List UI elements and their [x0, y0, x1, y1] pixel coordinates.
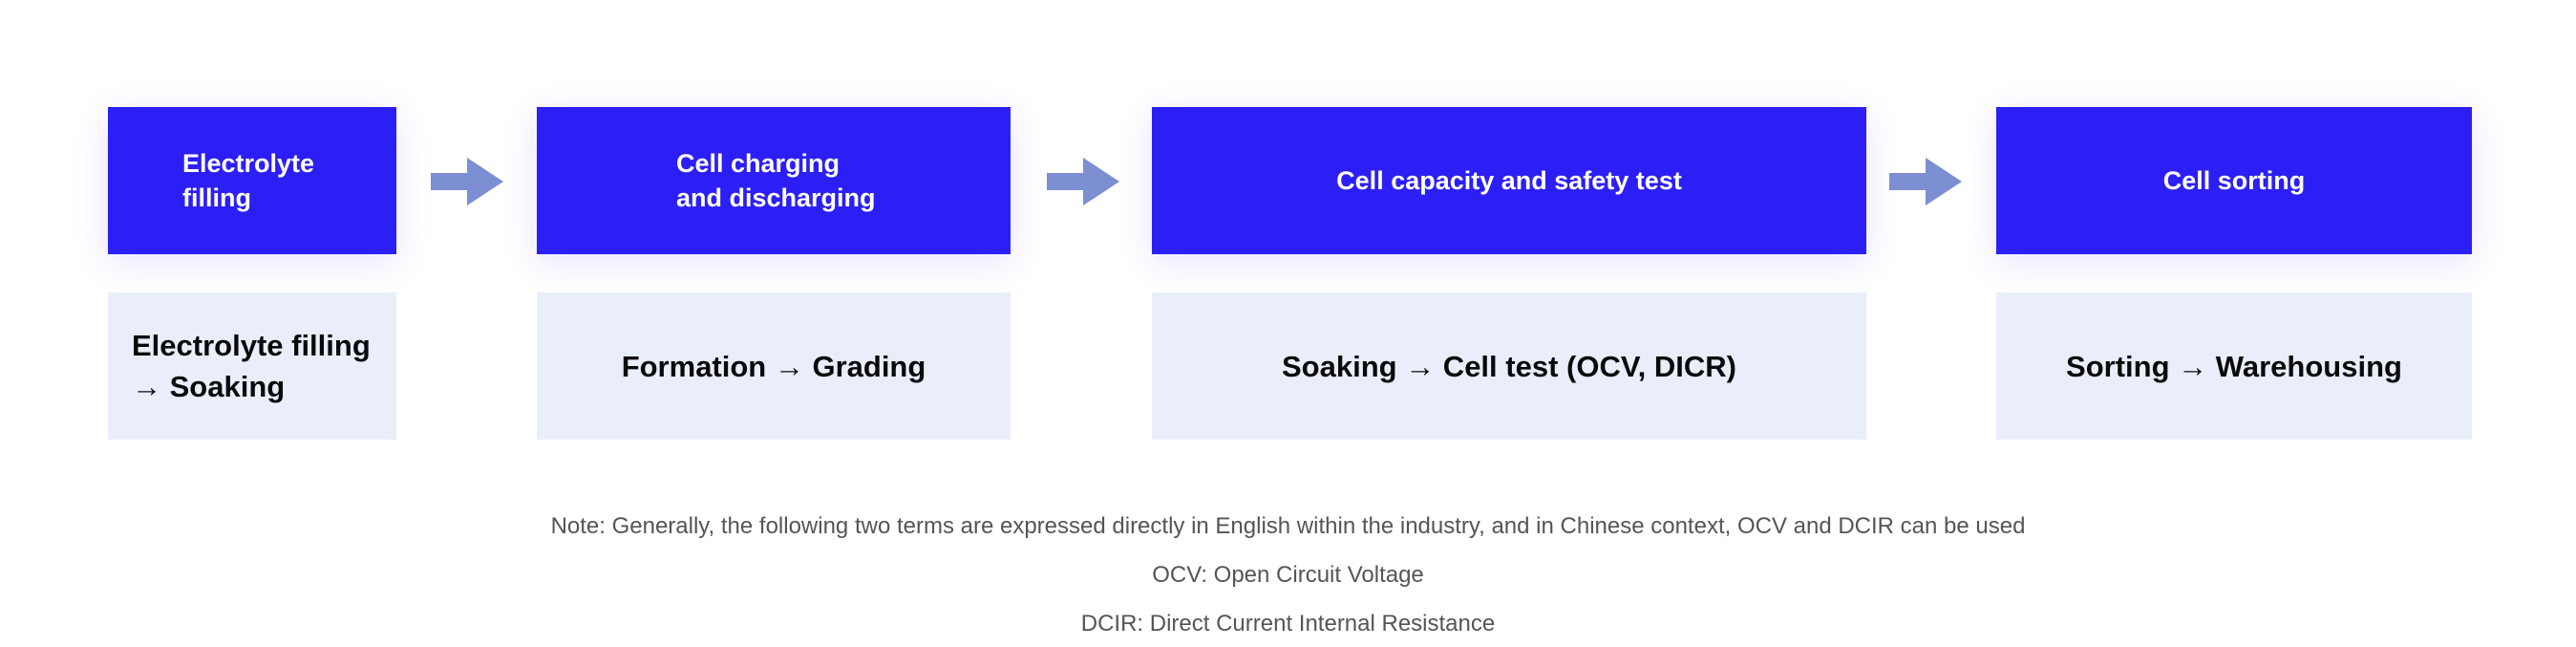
- step-2-detail-text: Formation → Grading: [621, 349, 926, 383]
- arrow-right-icon: [1047, 158, 1119, 205]
- step-4-detail: Sorting → Warehousing: [1996, 292, 2472, 440]
- step-3-detail-text: Soaking → Cell test (OCV, DICR): [1282, 349, 1736, 383]
- step-1-detail: Electrolyte filling → Soaking: [108, 292, 396, 440]
- note-dcir: DCIR: Direct Current Internal Resistance: [1080, 611, 1496, 636]
- step-3-header-text: Cell capacity and safety test: [1336, 166, 1682, 195]
- step-3-detail: Soaking → Cell test (OCV, DICR): [1152, 292, 1866, 440]
- note-ocv: OCV: Open Circuit Voltage: [1152, 562, 1424, 588]
- step-2-header: Cell charging and discharging: [537, 107, 1011, 254]
- step-2-header-text: Cell charging and discharging: [676, 149, 876, 212]
- step-1-header: Electrolyte filling: [108, 107, 396, 254]
- arrow-right-icon: [1889, 158, 1962, 205]
- step-4-detail-text: Sorting → Warehousing: [2066, 349, 2402, 383]
- step-1-detail-text: Electrolyte filling → Soaking: [132, 329, 371, 403]
- step-3-header: Cell capacity and safety test: [1152, 107, 1866, 254]
- arrow-right-icon: [431, 158, 503, 205]
- step-1-header-text: Electrolyte filling: [182, 149, 315, 212]
- note-main: Note: Generally, the following two terms…: [550, 513, 2026, 539]
- step-2-detail: Formation → Grading: [537, 292, 1011, 440]
- step-4-header: Cell sorting: [1996, 107, 2472, 254]
- step-4-header-text: Cell sorting: [2162, 166, 2306, 195]
